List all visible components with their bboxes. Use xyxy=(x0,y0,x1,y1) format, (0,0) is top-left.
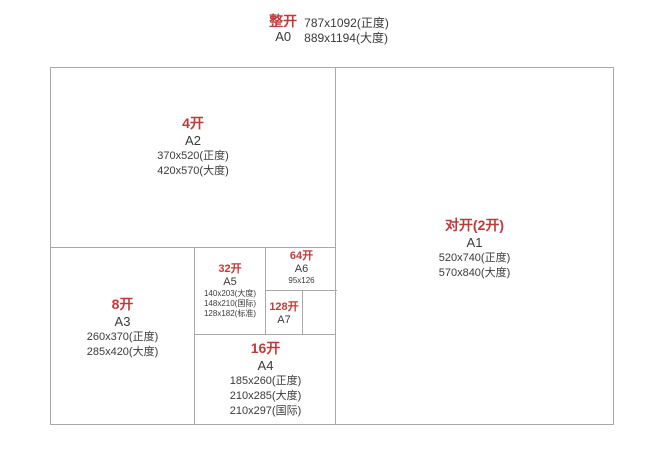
title-dimensions: 787x1092(正度) 889x1194(大度) xyxy=(304,14,389,46)
a3-size-zhengdu: 260x370(正度) xyxy=(86,331,159,343)
title-size-zhengdu: 787x1092(正度) xyxy=(304,16,389,30)
a1-size-zhengdu: 520x740(正度) xyxy=(438,252,511,264)
diagram-title: 整开 A0 787x1092(正度) 889x1194(大度) xyxy=(0,14,658,46)
a1-size-dadu: 570x840(大度) xyxy=(438,267,511,279)
a4-size-guoji: 210x297(国际) xyxy=(229,405,302,417)
region-8kai-a3: 8开 A3 260x370(正度) 285x420(大度) xyxy=(51,248,194,424)
a3-kai-label: 8开 xyxy=(111,296,134,312)
a7-series-label: A7 xyxy=(277,314,291,326)
a4-size-zhengdu: 185x260(正度) xyxy=(229,375,302,387)
title-size-dadu: 889x1194(大度) xyxy=(304,31,388,45)
a1-series-label: A1 xyxy=(466,235,483,250)
a5-kai-label: 32开 xyxy=(218,263,242,275)
a1-kai-label: 对开(2开) xyxy=(444,217,505,233)
region-128kai-a7: 128开 A7 xyxy=(266,291,303,334)
a2-size-dadu: 420x570(大度) xyxy=(157,165,229,177)
a2-kai-label: 4开 xyxy=(182,115,204,131)
title-labels: 整开 A0 xyxy=(269,14,297,46)
sheet-outline: 4开 A2 370x520(正度) 420x570(大度) 对开(2开) A1 … xyxy=(50,67,614,425)
region-4kai-a2: 4开 A2 370x520(正度) 420x570(大度) xyxy=(51,68,335,248)
region-64kai-a6: 64开 A6 95x126 xyxy=(266,248,337,291)
region-duikai-a1: 对开(2开) A1 520x740(正度) 570x840(大度) xyxy=(335,68,613,424)
region-32kai-a5: 32开 A5 140x203(大度) 148x210(国际) 128x182(标… xyxy=(195,248,265,334)
a5-series-label: A5 xyxy=(223,276,237,288)
a2-series-label: A2 xyxy=(185,133,201,148)
a3-size-dadu: 285x420(大度) xyxy=(86,346,159,358)
middle-column: 32开 A5 140x203(大度) 148x210(国际) 128x182(标… xyxy=(194,248,337,424)
a2-size-zhengdu: 370x520(正度) xyxy=(157,150,229,162)
sub-column: 64开 A6 95x126 128开 A7 xyxy=(265,248,337,334)
a4-size-dadu: 210x285(大度) xyxy=(229,390,302,402)
region-16kai-a4: 16开 A4 185x260(正度) 210x285(大度) 210x297(国… xyxy=(195,334,336,424)
a5-size-dadu: 140x203(大度) xyxy=(203,289,257,298)
empty-cell xyxy=(303,291,337,334)
a6-series-label: A6 xyxy=(294,263,309,275)
title-series-label: A0 xyxy=(275,29,292,44)
a7-kai-label: 128开 xyxy=(269,301,299,313)
a4-series-label: A4 xyxy=(257,358,274,373)
a6-kai-label: 64开 xyxy=(289,250,314,262)
a5-size-guoji: 148x210(国际) xyxy=(203,299,257,308)
a5-size-biaozhun: 128x182(标准) xyxy=(203,309,257,318)
title-kai-label: 整开 xyxy=(269,13,298,29)
a6-size: 95x126 xyxy=(288,276,315,285)
a4-kai-label: 16开 xyxy=(250,340,281,356)
a3-series-label: A3 xyxy=(114,314,131,329)
